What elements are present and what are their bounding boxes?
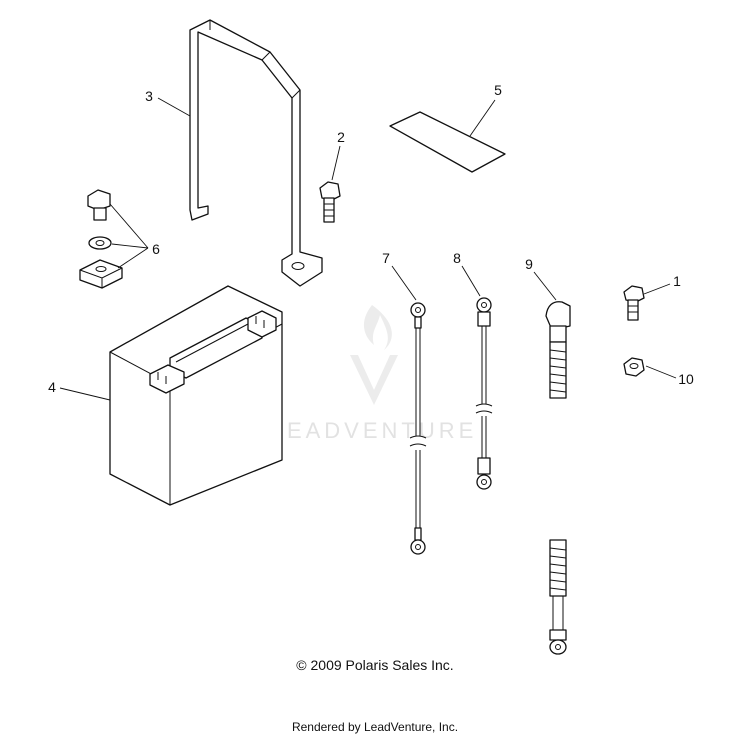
terminal-bolt [623, 285, 645, 321]
callout-2: 2 [337, 129, 345, 145]
callout-8: 8 [453, 250, 461, 266]
copyright-notice: © 2009 Polaris Sales Inc. [296, 657, 454, 673]
leadventure-watermark: LEADVENTURE [271, 305, 478, 443]
rendered-by-credit: Rendered by LeadVenture, Inc. [291, 720, 459, 734]
callout-1: 1 [673, 273, 681, 289]
ground-cable [475, 297, 493, 490]
battery-cable [409, 302, 427, 555]
callout-3: 3 [145, 88, 153, 104]
mounting-hardware [79, 189, 123, 289]
callout-7: 7 [382, 250, 390, 266]
callout-4: 4 [48, 379, 56, 395]
battery-bracket [189, 19, 323, 287]
callout-6: 6 [152, 241, 160, 257]
watermark-text: LEADVENTURE [271, 418, 478, 443]
warning-label [389, 111, 506, 173]
positive-cable [545, 301, 571, 655]
bolt [319, 181, 341, 223]
battery [109, 285, 283, 506]
callout-leaders [59, 97, 677, 401]
callout-9: 9 [525, 256, 533, 272]
callout-5: 5 [494, 82, 502, 98]
callout-10: 10 [678, 371, 694, 387]
terminal-nut [623, 357, 645, 377]
